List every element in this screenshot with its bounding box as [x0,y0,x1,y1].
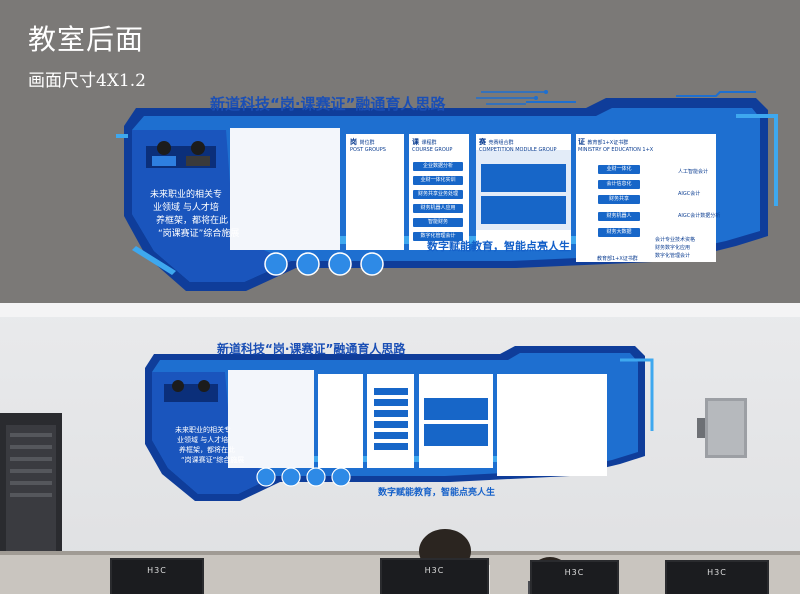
col-en-certificate: MINISTRY OF EDUCATION 1+X [578,147,654,153]
monitor-3: H3C [530,560,619,594]
photo-board-headline: 新道科技“岗·课赛证”融通育人思路 [217,342,406,356]
cert-circle-3: AIGC会计数据分析 [678,213,721,219]
design-preview-area: 教室后面 画面尺寸4X1.2 [0,0,800,303]
classroom-objects [0,398,800,594]
page-title: 教室后面 [28,23,145,56]
cert-bottom-2: 财务数字化应用 [655,245,691,251]
cert-pill-3: 财务共享 [598,195,640,204]
col-en-course: COURSE GROUP [412,147,453,153]
board-slogan: 数字赋能教育，智能点亮人生 [427,240,570,253]
col-head-course: 课 课程群 [412,138,437,146]
board-left-text-1: 未来职业的相关专 [150,190,223,200]
course-pill-5: 智能财务 [413,218,463,227]
cert-circle-1: 人工智能会计 [678,169,709,175]
col-en-competition: COMPETITION MODULE GROUP [479,147,557,153]
cert-circle-2: AIGC会计 [678,191,701,197]
course-pill-1: 企业数据分析 [413,162,463,171]
size-caption: 画面尺寸4X1.2 [28,71,146,91]
wall-board-top [116,90,778,291]
col-head-post: 岗 岗位群 [350,138,375,146]
course-pill-3: 财务共享业务处理 [413,190,463,199]
cert-pill-4: 财务机器人 [598,212,640,221]
cert-bottom-1: 会计专业技术资格 [655,237,696,243]
col-head-competition: 赛 竞赛组合群 [479,138,514,146]
photo-left-text-1: 未来职业的相关专 [175,426,231,434]
course-pill-4: 财务机器人应用 [413,204,463,213]
col-head-certificate: 证 教育部1+X证书群 [578,138,629,146]
board-headline: 新道科技“岗·课赛证”融通育人思路 [210,95,446,113]
cert-pill-5: 财务大数据 [598,228,640,237]
board-left-text-4: “岗课赛证”综合施展 [158,229,240,239]
cert-pill-1: 业财一体化 [598,165,640,174]
photo-left-text-3: 养框架，都将在此 [179,446,235,454]
cert-pill-2: 会计信息化 [598,180,640,189]
photo-board-slogan: 数字赋能教育，智能点亮人生 [378,488,496,498]
cert-footer-note: 教育部1+X证书群 [597,256,638,262]
photo-left-text-4: “岗课赛证”综合施展 [181,456,245,464]
board-left-text-3: 养框架，都将在此 [156,216,229,226]
course-pill-2: 业财一体化实训 [413,176,463,185]
cert-bottom-3: 数字化管理会计 [655,253,691,259]
ceiling-strip [0,303,800,317]
photo-left-text-2: 业领域 与人才培 [177,436,229,444]
wall-board-photo [145,346,654,501]
board-left-text-2: 业领域 与人才培 [153,203,219,213]
monitor-1: H3C [110,558,204,594]
course-pill-6: 数字化管理会计 [413,232,463,241]
col-en-post: POST GROUPS [350,147,386,153]
monitor-2: H3C [380,558,489,594]
monitor-4: H3C [665,560,769,594]
